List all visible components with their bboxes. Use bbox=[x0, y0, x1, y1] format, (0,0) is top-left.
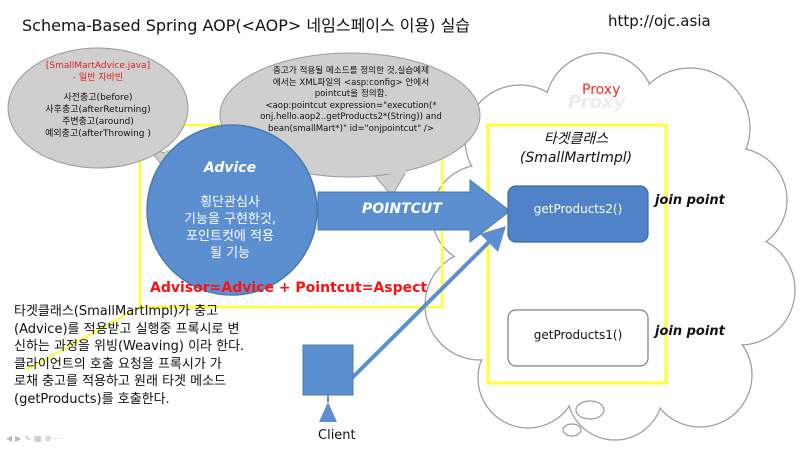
target-class-label: 타겟클래스 (SmallMartImpl) bbox=[518, 130, 634, 168]
proxy-watermark-label: Proxy bbox=[568, 92, 626, 113]
advice-type-item: 예외충고(afterThrowing ) bbox=[45, 129, 151, 139]
advice-type-item: 사후충고(afterReturning) bbox=[45, 105, 151, 115]
zoom-icon[interactable]: ⊕ bbox=[44, 434, 55, 443]
site-url: http://ojc.asia bbox=[608, 12, 711, 30]
advice-description-line: 기능을 구현한것, bbox=[184, 212, 276, 227]
target-class-name: (SmallMartImpl) bbox=[519, 150, 633, 166]
pointcut-bubble-line: 충고가 적용될 메소드를 정의한 것,실습예제 bbox=[273, 66, 429, 76]
pointcut-bubble-line: onj.hello.aop2..getProducts2*(String)) a… bbox=[260, 112, 442, 123]
join-point-label: join point bbox=[655, 324, 725, 339]
advice-circle bbox=[146, 124, 318, 296]
client-box bbox=[302, 344, 354, 396]
get-products2-box bbox=[507, 185, 649, 243]
advice-description-line: 될 기능 bbox=[209, 246, 250, 261]
pointcut-bubble-line: pointcut을 정의함. bbox=[314, 89, 388, 100]
advice-description-line: 횡단관심사 bbox=[200, 195, 260, 210]
pen-icon[interactable]: ✎ bbox=[24, 434, 35, 443]
client-triangle bbox=[319, 402, 337, 422]
proxy-label: Proxy bbox=[582, 82, 621, 98]
pointcut-bubble-text: 충고가 적용될 메소드를 정의한 것,실습예제 에서는 XML파일의 <asp:… bbox=[236, 66, 466, 136]
advice-type-item: 사전충고(before) bbox=[63, 93, 133, 103]
pointcut-bubble-line: bean(smallMart*)" id="onjpointcut" /> bbox=[268, 123, 434, 134]
next-icon[interactable]: ▶ bbox=[15, 434, 25, 443]
advice-bubble-text: [SmallMartAdvice.java] - 일반 자바빈 사전충고(bef… bbox=[40, 60, 156, 140]
target-class-frame bbox=[486, 123, 668, 385]
weaving-description-line: (getProducts)를 호출한다. bbox=[14, 391, 170, 407]
prev-icon[interactable]: ◀ bbox=[6, 434, 16, 443]
client-label: Client bbox=[318, 428, 356, 443]
pointcut-bubble-line: 에서는 XML파일의 <asp:config> 안에서 bbox=[272, 77, 430, 88]
get-products2-label: getProducts2() bbox=[533, 202, 623, 216]
advice-label: Advice bbox=[203, 160, 257, 176]
pointcut-arrow bbox=[317, 178, 511, 244]
weaving-connector-line bbox=[25, 306, 141, 371]
weaving-description-line: 신하는 과정을 위빙(Weaving) 이라 한다. bbox=[14, 339, 245, 355]
join-point-label: join point bbox=[655, 193, 725, 208]
slideshow-nav-bar: ◀▶✎▦⊕⋯ bbox=[6, 434, 65, 443]
weaving-description-line: 클라이언트의 호출 요청을 프록시가 가 bbox=[14, 356, 222, 372]
weaving-description-line: 타겟클래스(SmallMartImpl)가 충고 bbox=[14, 304, 219, 319]
advice-class-kind: - 일반 자바빈 bbox=[72, 73, 124, 83]
target-class-title: 타겟클래스 bbox=[543, 131, 609, 147]
weaving-description: 타겟클래스(SmallMartImpl)가 충고 (Advice)를 적용받고 … bbox=[14, 303, 294, 409]
advice-class-name: [SmallMartAdvice.java] bbox=[45, 61, 151, 71]
get-products1-label: getProducts1() bbox=[533, 328, 623, 342]
slide-title: Schema-Based Spring AOP(<AOP> 네임스페이스 이용)… bbox=[22, 16, 471, 35]
advice-description: 횡단관심사 기능을 구현한것, 포인트컷에 적용 될 기능 bbox=[158, 194, 302, 262]
pointcut-label: POINTCUT bbox=[362, 201, 442, 217]
cloud-tail-bubbles bbox=[562, 400, 605, 437]
client-call-arrow-line bbox=[350, 236, 495, 380]
advice-type-item: 주변충고(around) bbox=[62, 117, 134, 127]
slides-icon[interactable]: ▦ bbox=[34, 434, 45, 443]
get-products1-box bbox=[507, 309, 649, 367]
pointcut-bubble-line: <aop:pointcut expression="execution(* bbox=[265, 100, 437, 111]
more-icon[interactable]: ⋯ bbox=[54, 434, 66, 443]
aspect-formula: Advisor=Advice + Pointcut=Aspect bbox=[150, 280, 428, 296]
advice-description-line: 포인트컷에 적용 bbox=[186, 229, 274, 244]
weaving-description-line: 로채 충고를 적용하고 원래 타겟 메소드 bbox=[14, 374, 227, 390]
weaving-description-line: (Advice)를 적용받고 실행중 프록시로 변 bbox=[14, 321, 240, 337]
client-call-arrowhead bbox=[480, 226, 506, 252]
